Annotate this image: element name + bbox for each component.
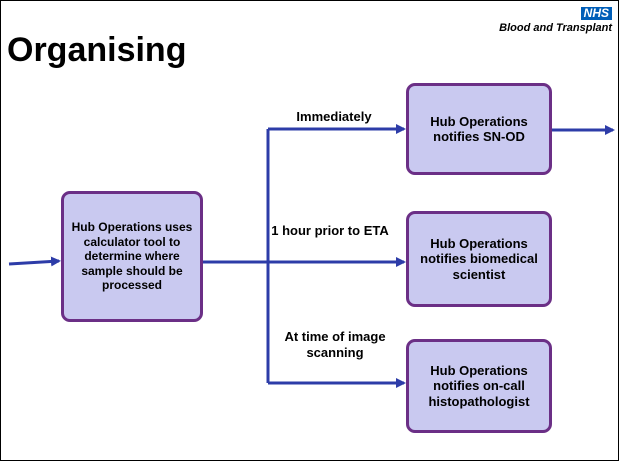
branch-label-1-hour: 1 hour prior to ETA <box>271 223 389 238</box>
start-box: Hub Operations uses calculator tool to d… <box>61 191 203 322</box>
notify-histopathologist-box: Hub Operations notifies on-call histopat… <box>406 339 552 433</box>
notify-biomedical-scientist-box: Hub Operations notifies biomedical scien… <box>406 211 552 307</box>
input-arrow <box>8 256 61 267</box>
branch-label-immediately: Immediately <box>296 109 372 124</box>
nhs-logo: NHS Blood and Transplant <box>499 4 612 35</box>
nhs-logo-text: Blood and Transplant <box>499 22 612 34</box>
branch-label-image-scanning: At time of image scanning <box>284 329 386 360</box>
notify-sn-od-box: Hub Operations notifies SN-OD <box>406 83 552 175</box>
nhs-logo-mark: NHS <box>580 7 612 20</box>
slide-title: Organising <box>7 31 187 69</box>
